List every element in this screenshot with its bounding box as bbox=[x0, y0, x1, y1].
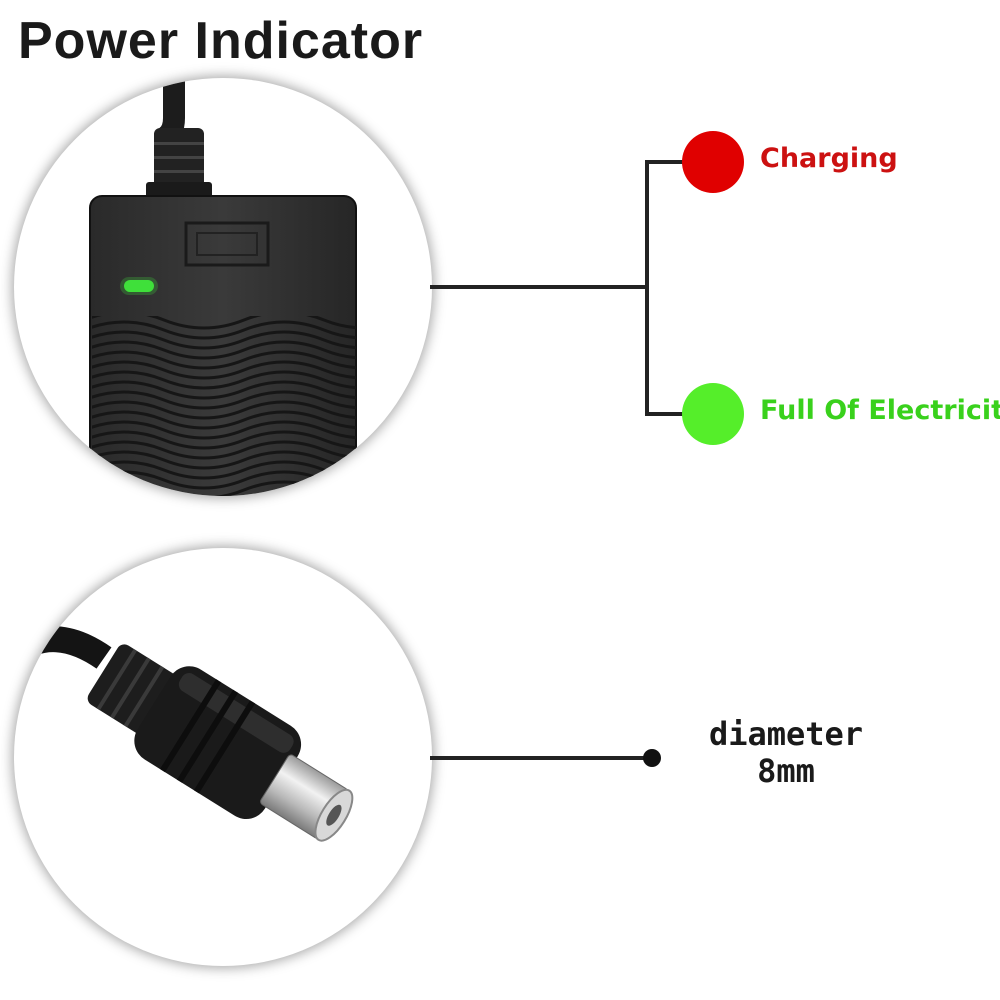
full-label: Full Of Electricity bbox=[760, 395, 1000, 426]
charging-label: Charging bbox=[760, 143, 898, 174]
charger-body-illustration bbox=[89, 78, 357, 496]
dc-plug-illustration bbox=[14, 626, 354, 842]
page-title: Power Indicator bbox=[18, 12, 424, 70]
diameter-value: 8mm bbox=[757, 752, 815, 790]
charging-indicator-dot bbox=[682, 131, 744, 193]
diameter-text: diameter bbox=[708, 715, 864, 753]
bracket-bottom bbox=[645, 412, 690, 416]
bracket-line bbox=[645, 160, 649, 416]
connector-closeup bbox=[14, 548, 432, 966]
led-indicator bbox=[124, 280, 154, 292]
diameter-pointer-dot bbox=[643, 749, 661, 767]
bracket-top bbox=[645, 160, 690, 164]
diameter-label: diameter 8mm bbox=[706, 716, 866, 790]
charger-closeup bbox=[14, 78, 432, 496]
full-indicator-dot bbox=[682, 383, 744, 445]
pointer-line bbox=[430, 285, 648, 289]
diameter-pointer-line bbox=[430, 756, 650, 760]
